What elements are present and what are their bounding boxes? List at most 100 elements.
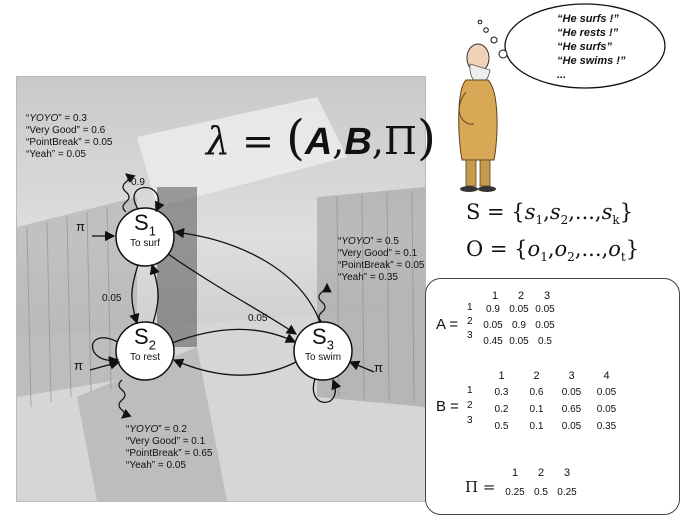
s3-to-s1-arrow	[173, 227, 321, 323]
matrix-cell: 0.05	[561, 387, 582, 398]
emission-line: “YOYO” = 0.5	[338, 236, 399, 247]
matrix-pi-label: Π =	[465, 478, 496, 496]
matrix-cell: 0.1	[529, 421, 544, 432]
col-header: 2	[517, 290, 525, 302]
row-header: 1	[467, 302, 473, 313]
emission-symbol: YOYO	[129, 424, 159, 435]
emission-line: “YOYO” = 0.2	[126, 424, 187, 435]
matrix-cell: 0.35	[596, 421, 617, 432]
emission-line: “YOYO” = 0.3	[26, 113, 87, 124]
matrix-b-row-headers: 1 2 3	[467, 383, 473, 428]
matrix-row: 0.05 0.9 0.05	[480, 317, 558, 333]
s3-emissions: “YOYO” = 0.5 “Very Good” = 0.1 “PointBre…	[338, 236, 424, 284]
emission-value: = 0.3	[61, 113, 87, 124]
emission-line: “Very Good” = 0.1	[126, 436, 206, 447]
s2-emissions: “YOYO” = 0.2 “Very Good” = 0.1 “PointBre…	[126, 424, 212, 472]
ot-symbol: o	[608, 237, 621, 261]
s2-sub: 2	[560, 213, 569, 228]
state-label: To rest	[129, 352, 160, 364]
thought-line: ...	[557, 69, 567, 81]
state-label: To swim	[304, 352, 342, 364]
matrix-cell: 0.5	[534, 487, 548, 498]
set-s-right: }	[619, 200, 634, 224]
parameter-matrices-panel	[425, 278, 680, 515]
matrix-cell: 0.05	[561, 421, 582, 432]
emission-line: “PointBreak” = 0.65	[126, 448, 213, 459]
formula-comma: ,	[371, 119, 384, 163]
formula-Pi: Π	[383, 119, 418, 163]
thought-dot	[477, 19, 483, 25]
matrix-cell: 0.2	[494, 404, 509, 415]
row-header: 3	[467, 415, 473, 426]
matrix-cell: 0.05	[596, 404, 617, 415]
col-header: 1	[498, 370, 505, 382]
matrix-cell: 0.05	[483, 320, 503, 331]
s2-emission-arrow	[118, 379, 132, 419]
state-label: To surf	[129, 238, 160, 250]
formula-A: A	[304, 121, 333, 163]
col-header: 2	[537, 467, 545, 479]
col-header: 3	[543, 290, 551, 302]
ot-sub: t	[620, 250, 626, 265]
col-header: 1	[511, 467, 519, 479]
s3-to-s2-arrow	[172, 358, 297, 376]
s3-emission-arrow	[318, 282, 332, 323]
matrix-cell: 0.25	[557, 487, 577, 498]
matrix-pi-values: 0.25 0.5 0.25	[502, 482, 580, 500]
set-o-right: }	[625, 237, 640, 261]
sk-symbol: s	[601, 200, 613, 224]
state-s3-circle	[293, 321, 353, 381]
s1-sub: 1	[535, 213, 544, 228]
row-header: 2	[467, 400, 473, 411]
transition-s1-s3: 0.05	[248, 313, 268, 324]
state-s2-circle	[115, 321, 175, 381]
emission-value: = 0.5	[373, 236, 399, 247]
col-header: 3	[568, 370, 575, 382]
set-o-left: O = {	[466, 237, 528, 261]
s2-symbol: s	[549, 200, 561, 224]
matrix-cell: 0.05	[535, 320, 555, 331]
s1-self-loop	[133, 186, 165, 213]
state-s2: S2 To rest	[116, 324, 174, 363]
emission-value: = 0.2	[161, 424, 187, 435]
matrix-cell: 0.5	[538, 336, 552, 347]
matrix-cell: 0.1	[529, 404, 544, 415]
bearded-man-illustration	[458, 43, 498, 192]
matrix-cell: 0.65	[561, 404, 582, 415]
matrix-cell: 0.05	[596, 387, 617, 398]
observation-set-formula: O = {o1,o2,...,ot}	[466, 237, 639, 264]
pi-s3-arrow	[348, 360, 375, 373]
matrix-row: 0.3 0.6 0.05 0.05	[484, 383, 624, 400]
s1-to-s2-arrow	[129, 264, 140, 325]
matrix-cell: 0.9	[512, 320, 526, 331]
s1-symbol: s	[524, 200, 536, 224]
state-set-formula: S = {s1,s2,...,sk}	[466, 200, 633, 227]
transition-s1-self: 0.9	[131, 177, 145, 188]
pi-label: π	[74, 358, 83, 373]
thought-text: “He surfs !” “He rests !” “He surfs” “He…	[557, 12, 625, 82]
emission-line: “PointBreak” = 0.05	[338, 260, 425, 271]
formula-B: B	[344, 121, 372, 163]
state-subscript: 3	[326, 337, 334, 353]
matrix-cell: 0.3	[494, 387, 509, 398]
formula-comma: ,	[332, 119, 345, 163]
s2-to-s3-arrow	[171, 328, 297, 344]
pi-label: π	[76, 219, 85, 234]
emission-line: “Very Good” = 0.6	[26, 125, 106, 136]
row-header: 2	[467, 316, 473, 327]
comma: ,	[543, 200, 550, 224]
model-formula: λ = (A,B,Π)	[206, 110, 436, 166]
matrix-cell: 0.6	[529, 387, 544, 398]
matrix-a-row-headers: 1 2 3	[467, 301, 473, 343]
matrix-cell: 0.25	[505, 487, 525, 498]
matrix-cell: 0.05	[535, 304, 555, 315]
state-name: S	[312, 324, 327, 349]
formula-open-paren: (	[286, 110, 305, 166]
